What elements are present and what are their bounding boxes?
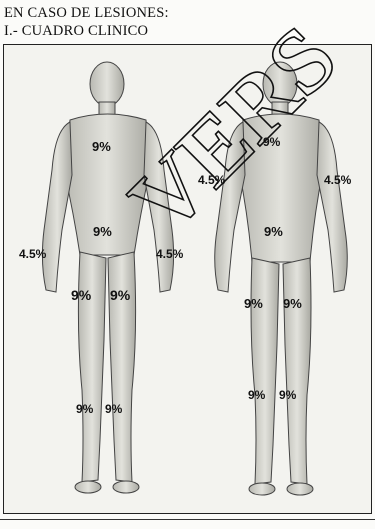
front-thigh-right-label: 9%	[110, 287, 131, 303]
front-leg-right-label: 9%	[105, 402, 123, 416]
back-leg-right-label: 9%	[279, 388, 297, 402]
back-leg-left-label: 9%	[248, 388, 266, 402]
front-leg-left-label: 9%	[76, 402, 94, 416]
front-arm-left-label: 4.5%	[19, 247, 47, 261]
back-lower-back-label: 9%	[264, 224, 283, 239]
back-thigh-left-label: 9%	[244, 296, 263, 311]
back-arm-right-label: 4.5%	[324, 173, 352, 187]
front-chest-label: 9%	[92, 139, 111, 154]
front-thigh-left-label: 9%	[71, 287, 92, 303]
back-thigh-right-label: 9%	[283, 296, 302, 311]
front-abdomen-label: 9%	[93, 224, 112, 239]
front-body-figure	[42, 62, 173, 493]
